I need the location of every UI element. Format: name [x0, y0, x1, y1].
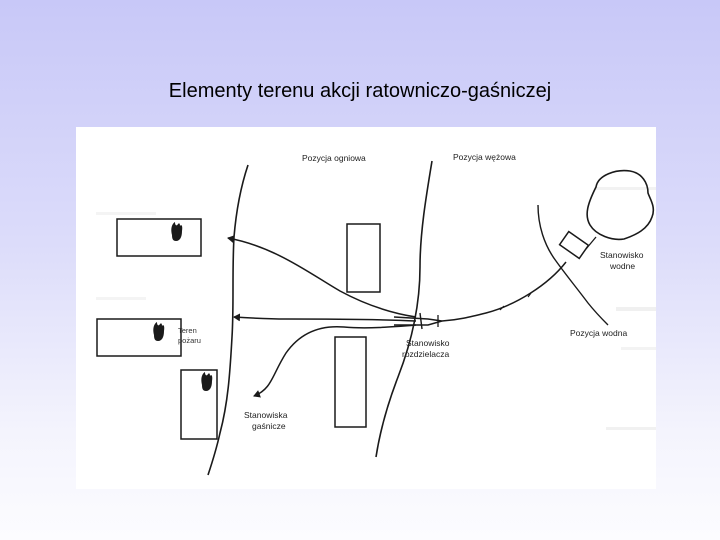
scan-ghost-texture	[96, 187, 656, 430]
flame-icon	[171, 222, 183, 241]
hose-tick	[527, 292, 532, 298]
slide-title: Elementy terenu akcji ratowniczo-gaśnicz…	[168, 80, 552, 102]
label-hose-position: Pozycja wężowa	[453, 152, 516, 162]
label-water-station-1: Stanowisko	[600, 250, 644, 260]
attack-hose-lower	[253, 324, 417, 398]
label-extinguishing-1: Stanowiska	[244, 410, 288, 420]
label-fire-area-1: Teren	[178, 326, 197, 335]
distributor-symbol	[393, 312, 443, 330]
supply-hose	[441, 261, 567, 322]
diagram-svg: Pozycja ogniowa Pozycja wężowa Stanowisk…	[96, 152, 656, 476]
label-fire-position: Pozycja ogniowa	[302, 153, 366, 163]
label-distributor-2: rozdzielacza	[402, 349, 450, 359]
pump-hose-stub	[585, 236, 597, 250]
attack-hose-middle	[233, 313, 417, 322]
fire-position-line	[207, 164, 249, 476]
label-extinguishing-2: gaśnicze	[252, 421, 286, 431]
building-middle	[96, 318, 182, 357]
label-fire-area-2: pożaru	[178, 336, 201, 345]
water-body	[586, 169, 655, 241]
building-bottom	[180, 369, 218, 440]
scanned-diagram: Pozycja ogniowa Pozycja wężowa Stanowisk…	[76, 127, 656, 489]
label-water-station-2: wodne	[609, 261, 635, 271]
hose-tick	[499, 305, 505, 311]
water-position-boundary	[537, 204, 609, 326]
label-distributor-1: Stanowisko	[406, 338, 450, 348]
water-station-pump	[558, 230, 590, 260]
building-top	[116, 218, 202, 257]
label-water-position: Pozycja wodna	[570, 328, 627, 338]
flame-icon	[201, 372, 213, 391]
middle-rectangle-bottom	[334, 336, 367, 428]
middle-rectangle-top	[346, 223, 381, 293]
flame-icon	[153, 322, 165, 341]
attack-hose-upper	[227, 235, 417, 318]
